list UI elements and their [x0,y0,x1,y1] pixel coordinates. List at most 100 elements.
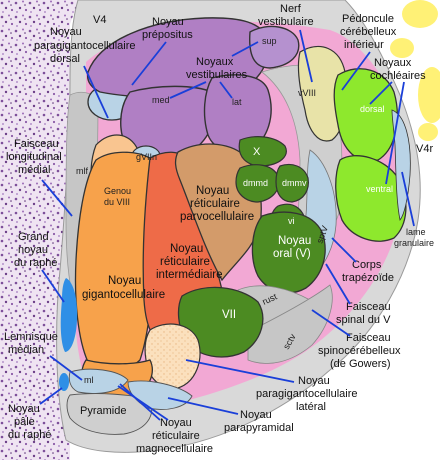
gigantocellulaire-line-1: Noyau [108,275,141,287]
paragiganto-dorsal-line-2: paragigantocellulaire [34,40,136,52]
paragiganto-lateral-line-2: paragigantocellulaire [256,388,358,400]
grand-noyau-raphe-region [60,278,78,352]
dorsal-label: dorsal [360,104,385,114]
viii-v-label: vVIII [298,88,316,98]
arrow-cochleaires-dorsal [369,81,393,105]
arrow-grand-raphe [41,269,65,303]
yellow-structure-small [418,123,438,141]
magnocellulaire-line-2: réticulaire [152,430,200,442]
parapyramidal-line-2: parapyramidal [224,422,294,434]
lat-label: lat [232,97,242,107]
arrow-nerf-vestibulaire [299,29,313,83]
arrow-paragiganto-dorsal [83,65,109,119]
cochleaire-ventral-region [335,155,407,242]
dmmv-label: dmmv [282,178,307,188]
med-label: med [152,95,170,105]
paragiganto-dorsal-line-3: dorsal [50,53,80,65]
reticulaire-inter-line-3: intermédiaire [156,269,222,281]
arrow-vestibulaires-lat [219,81,233,99]
reticulaire-parvo-line-1: Noyau [196,185,229,197]
arrow-vestibulaires-sup [231,41,259,57]
vestibulaire-sup-region [249,25,300,69]
arrow-lemnisque [49,355,83,381]
dmmd-label: dmmd [243,178,268,188]
lame-granulaire-line-2: granulaire [394,238,434,248]
prepositus-line-1: Noyau [152,16,184,28]
ml-label: ml [84,375,94,385]
grand-raphe-line-3: du raphé [14,257,57,269]
x-label: X [253,146,261,158]
v4r-label: V4r [416,143,433,155]
faisceau-lm-line-2: longitudinal [6,151,62,163]
genou-label-line-2: du VIII [104,197,130,207]
paragiganto-lateral-line-3: latéral [296,401,326,413]
noyau-oral-line-1: Noyau [278,235,311,247]
nerf-vestibulaire-line-2: vestibulaire [258,16,314,28]
faisceau-lm-line-1: Faisceau [14,138,59,150]
noyau-pale-line-2: pâle [14,416,35,428]
arrow-prepositus [131,41,167,86]
arrow-corps-trapezoide [331,237,357,263]
pointer-arrows [39,29,415,421]
lame-granulaire-line-1: lame [406,227,426,237]
reticulaire-parvo-line-2: réticulaire [190,198,240,210]
arrow-spinocerebelleux [311,309,351,337]
arrow-vestibulaires-med [169,81,207,99]
sctv-tract [247,284,333,364]
pedoncule-cerebelleux-region [297,45,348,142]
pedoncule-line-2: cérébelleux [340,26,397,38]
faisceau-lm-line-3: médial [18,164,50,176]
noyau-oral-line-2: oral (V) [273,248,311,260]
pyramide-label: Pyramide [80,405,126,417]
arrow-noyau-pale [39,387,63,405]
grand-raphe-line-1: Grand [18,231,49,243]
arrow-pedoncule [341,51,371,91]
sup-label: sup [262,36,277,46]
corps-trapezoide-line-1: Corps [352,259,382,271]
ml-band [68,368,129,394]
nissl-tissue-edge [0,0,80,460]
noyau-pale-raphe-region [59,373,69,391]
v4-left-label: V4 [93,14,106,26]
arrow-paragiganto-lateral [185,359,295,383]
gviin-label: gVIIn [136,152,157,162]
yellow-structure-mid [418,67,440,123]
corps-trapezoide-line-2: trapézoïde [342,272,394,284]
magnocellulaire-line-3: magnocellulaire [136,443,213,455]
vestibulaires-line-2: vestibulaires [186,69,248,81]
x-nucleus-region [238,136,287,167]
arrow-faisceau-lm [41,179,73,217]
mlf-label: mlf [76,166,88,176]
reticulaire-parvo-line-3: parvocellulaire [180,211,254,223]
pedoncule-line-3: inférieur [344,39,384,51]
faisceau-spinal-line-2: spinal du V [336,314,391,326]
spinocerebelleux-line-1: Faisceau [346,332,391,344]
gigantocellulaire-line-2: gigantocellulaire [82,289,165,301]
genou-label-line-1: Genou [104,186,131,196]
dmmd-region [235,164,280,203]
cochleaires-line-2: cochléaires [370,70,426,82]
lemnisque-line-1: Lemnisque [4,331,58,343]
vestibulaires-line-1: Noyaux [196,56,234,68]
arrow-magnocellulaire [117,385,169,421]
arrow-magnocellulaire-2 [119,383,161,421]
cochleaires-line-1: Noyaux [374,57,412,69]
vii-label: VII [222,309,236,321]
paragiganto-dorsal-line-1: Noyau [50,26,82,38]
arrow-faisceau-spinal [325,263,351,305]
paragiganto-lateral-region [144,323,201,389]
arrow-parapyramidal [167,397,239,415]
spinocerebelleux-line-2: spinocérébelleux [318,345,401,357]
noyau-oral-v-region [251,211,326,294]
vi-label: vi [288,216,295,226]
arrow-lame-granulaire [401,171,415,227]
paragiganto-lateral-line-1: Noyau [298,375,330,387]
nerf-vestibulaire-line-1: Nerf [280,3,302,15]
dmmv-region [275,163,309,203]
ventral-label: ventral [366,184,393,194]
reticulaire-inter-line-2: réticulaire [160,256,210,268]
lemnisque-line-2: médian [8,344,44,356]
reticulaire-inter-line-1: Noyau [170,243,203,255]
yellow-structure-top [402,0,438,28]
